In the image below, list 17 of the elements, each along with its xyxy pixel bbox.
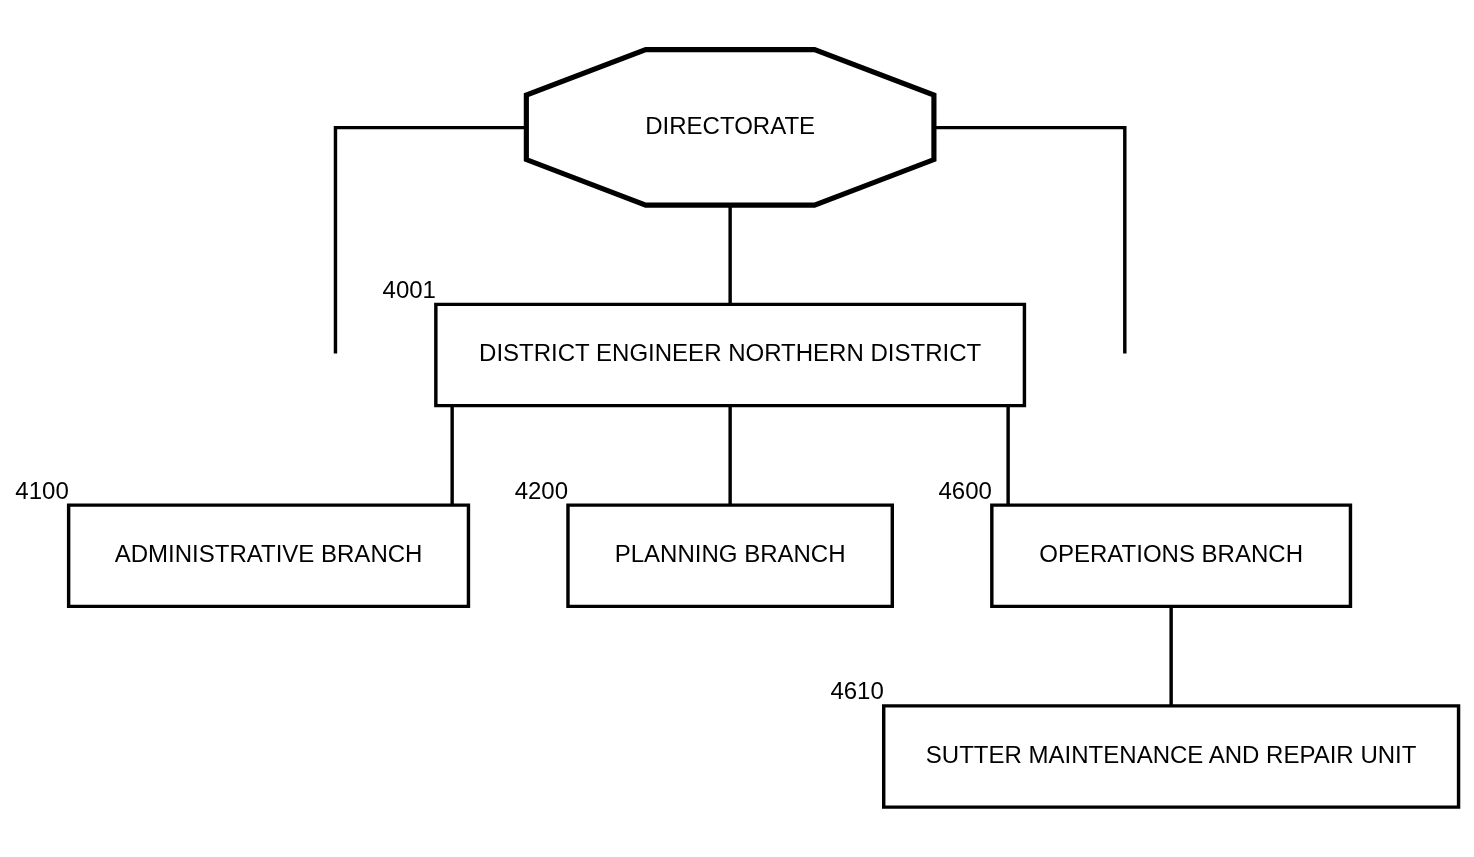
node-box: OPERATIONS BRANCH <box>990 503 1353 609</box>
node-label: 4001 <box>382 275 436 303</box>
connector <box>933 125 1127 354</box>
node-label: 4600 <box>938 476 992 504</box>
node-label: 4610 <box>830 677 884 705</box>
connector <box>1006 405 1010 506</box>
connector <box>728 405 732 506</box>
connector <box>728 205 732 305</box>
node-label: 4200 <box>514 476 569 504</box>
node-box: ADMINISTRATIVE BRANCH <box>66 503 471 609</box>
connector <box>1169 606 1173 706</box>
node-box: DISTRICT ENGINEER NORTHERN DISTRICT <box>434 302 1027 408</box>
connector <box>333 125 527 354</box>
connector <box>450 405 454 506</box>
node-box: PLANNING BRANCH <box>566 503 894 609</box>
node-box: SUTTER MAINTENANCE AND REPAIR UNIT <box>882 704 1461 809</box>
node-label: 4100 <box>15 476 69 504</box>
